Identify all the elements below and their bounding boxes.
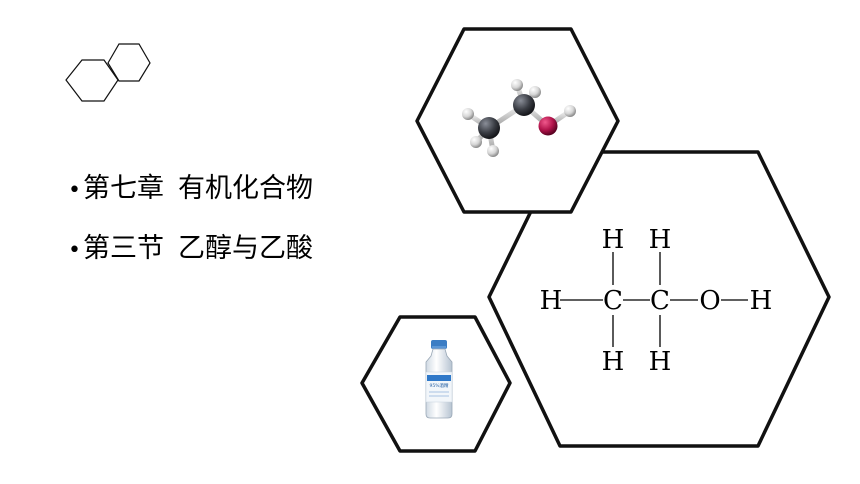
formula-atom-c2: C (650, 286, 670, 316)
carbon-atom (513, 94, 535, 116)
hydrogen-atom (511, 79, 523, 91)
section-topic: 乙醇与乙酸 (177, 233, 313, 264)
formula-atom-bottom: H (602, 347, 625, 377)
formula-atom-o: O (699, 286, 720, 316)
ethanol-ball-stick-model (462, 79, 576, 157)
hydrogen-atom (487, 145, 499, 157)
ethanol-structural-formula: H H H C C O H H H (540, 225, 773, 377)
bottle-label: 95%酒精 (429, 382, 449, 389)
section-line: •第三节乙醇与乙酸 (68, 233, 313, 267)
formula-atom-h-right: H (750, 286, 773, 316)
model-hexagon (415, 27, 620, 214)
hydrogen-atom (564, 105, 576, 117)
formula-atom-c1: C (603, 286, 623, 316)
carbon-atom (478, 117, 500, 139)
section-label: 第三节 (82, 233, 164, 264)
bullet-dot: • (68, 238, 81, 263)
formula-atom-bottom: H (649, 347, 672, 377)
alcohol-bottle-icon: 95%酒精 (425, 340, 453, 419)
formula-atom-top: H (602, 225, 625, 255)
bullet-dot: • (68, 178, 81, 203)
oxygen-atom (538, 116, 558, 136)
hydrogen-atom (470, 136, 482, 148)
chapter-label: 第七章 (82, 173, 164, 204)
formula-atom-h-left: H (540, 286, 563, 316)
formula-atom-top: H (649, 225, 672, 255)
hydrogen-atom (529, 86, 541, 98)
chapter-line: •第七章有机化合物 (68, 173, 313, 207)
hydrogen-atom (462, 108, 474, 120)
chapter-topic: 有机化合物 (177, 173, 313, 204)
